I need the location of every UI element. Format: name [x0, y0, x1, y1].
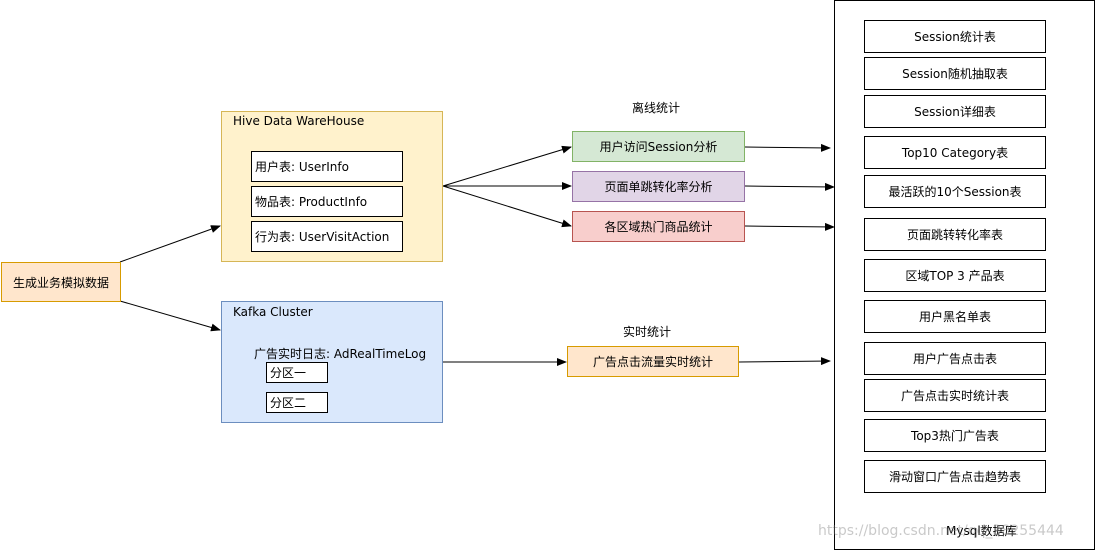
mysql-table-label: Top10 Category表 [901, 146, 1009, 160]
mysql-table: 广告点击实时统计表 [864, 379, 1046, 412]
mysql-title: Mysql数据库 [946, 524, 1017, 538]
mysql-table: 区域TOP 3 产品表 [864, 259, 1046, 292]
mysql-table: Session随机抽取表 [864, 57, 1046, 90]
mysql-table-label: 区域TOP 3 产品表 [905, 269, 1005, 283]
mysql-table-label: Session统计表 [914, 30, 996, 44]
realtime-task-label: 广告点击流量实时统计 [592, 355, 713, 369]
mysql-table: Session统计表 [864, 20, 1046, 53]
arrow-source-to-hive [119, 225, 221, 263]
hive-table-label: 物品表: ProductInfo [255, 195, 368, 209]
hive-table-uservisitaction: 行为表: UserVisitAction [251, 221, 403, 252]
offline-task-label: 页面单跳转化率分析 [604, 180, 713, 194]
partition-label: 分区一 [270, 366, 307, 380]
mysql-table-label: 广告点击实时统计表 [900, 389, 1009, 403]
mysql-table: Session详细表 [864, 95, 1046, 128]
arrow-session-analysis-to-mysql [744, 143, 831, 152]
hive-title: Hive Data WareHouse [233, 114, 365, 128]
hive-table-label: 行为表: UserVisitAction [255, 230, 390, 244]
hive-table-productinfo: 物品表: ProductInfo [251, 186, 403, 217]
kafka-partition-2: 分区二 [266, 392, 328, 413]
arrow-source-to-kafka [119, 300, 221, 332]
offline-task-area-top: 各区域热门商品统计 [572, 211, 745, 242]
mysql-table: 滑动窗口广告点击趋势表 [864, 460, 1046, 493]
mysql-table-label: 滑动窗口广告点击趋势表 [888, 470, 1021, 484]
partition-label: 分区二 [270, 396, 307, 410]
mysql-table: 用户黑名单表 [864, 300, 1046, 333]
source-node: 生成业务模拟数据 [1, 262, 121, 302]
offline-task-label: 用户访问Session分析 [599, 140, 718, 154]
hive-table-userinfo: 用户表: UserInfo [251, 151, 403, 182]
kafka-title: Kafka Cluster [233, 305, 313, 319]
kafka-container [221, 301, 443, 423]
mysql-table-label: 用户黑名单表 [918, 310, 991, 324]
offline-task-label: 各区域热门商品统计 [604, 220, 713, 234]
offline-title: 离线统计 [632, 101, 681, 115]
hive-table-label: 用户表: UserInfo [255, 160, 349, 174]
realtime-title: 实时统计 [623, 325, 672, 339]
arrow-hive-to-area-top [442, 185, 572, 228]
mysql-table-label: 页面跳转转化率表 [906, 228, 1003, 242]
arrow-realtime-to-mysql [738, 357, 831, 366]
offline-task-session-analysis: 用户访问Session分析 [572, 131, 745, 162]
mysql-table: Top3热门广告表 [864, 419, 1046, 452]
source-label: 生成业务模拟数据 [12, 275, 109, 290]
arrow-page-conversion-to-mysql [744, 182, 835, 191]
realtime-task: 广告点击流量实时统计 [567, 346, 739, 377]
mysql-table-label: Session详细表 [914, 105, 996, 119]
watermark: https://blog.csdn.net/qq_38255444 [818, 523, 1064, 539]
mysql-table-label: 最活跃的10个Session表 [888, 185, 1022, 199]
mysql-table: 最活跃的10个Session表 [864, 175, 1046, 208]
mysql-table-label: Session随机抽取表 [902, 67, 1008, 81]
arrow-area-top-to-mysql [744, 222, 835, 231]
mysql-table: Top10 Category表 [864, 136, 1046, 169]
mysql-table-label: Top3热门广告表 [911, 429, 999, 443]
kafka-log-label: 广告实时日志: AdRealTimeLog [254, 347, 427, 361]
offline-task-page-conversion: 页面单跳转化率分析 [572, 171, 745, 202]
kafka-partition-1: 分区一 [266, 362, 328, 383]
mysql-table: 页面跳转转化率表 [864, 218, 1046, 251]
mysql-table-label: 用户广告点击表 [912, 352, 997, 366]
arrow-hive-to-session-analysis [442, 145, 572, 187]
mysql-table: 用户广告点击表 [864, 342, 1046, 375]
